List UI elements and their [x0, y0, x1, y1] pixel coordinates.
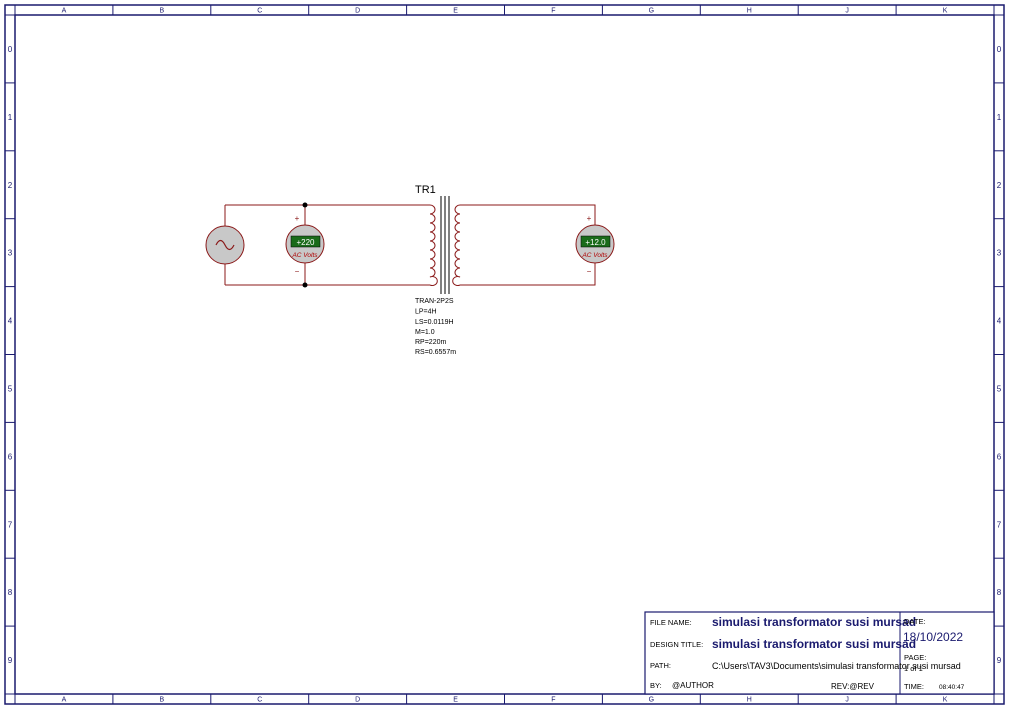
design-title-value: simulasi transformator susi mursad [712, 637, 916, 651]
row-label: 2 [997, 181, 1002, 190]
row-label: 3 [8, 249, 13, 258]
column-label: E [453, 8, 458, 15]
junction-dot [302, 282, 308, 288]
column-label: F [551, 8, 555, 15]
time-value: 08:40:47 [939, 684, 965, 691]
column-label: D [355, 8, 360, 15]
secondary-top-wire [460, 204, 596, 225]
date-label: DATE: [904, 617, 926, 626]
row-label: 9 [997, 656, 1002, 665]
path-label: PATH: [650, 661, 671, 670]
transformer-param: RP=220m [415, 339, 446, 346]
column-label: C [257, 8, 262, 15]
secondary-bottom-wire [460, 263, 596, 286]
secondary-coil [452, 204, 461, 286]
column-label: K [943, 697, 948, 704]
column-label: C [257, 697, 262, 704]
design-title-label: DESIGN TITLE: [650, 640, 703, 649]
row-label: 4 [997, 317, 1002, 326]
plus-terminal: + [587, 214, 592, 223]
file-name-value: simulasi transformator susi mursad [712, 615, 916, 629]
path-value: C:\Users\TAV3\Documents\simulasi transfo… [712, 661, 961, 671]
minus-terminal: − [295, 267, 300, 276]
row-label: 7 [8, 520, 13, 529]
title-block: FILE NAME: simulasi transformator susi m… [644, 611, 995, 695]
transformer-tr1[interactable]: TR1 TRAN-2P2S LP=4H LS=0.0119H M=1.0 RP=… [415, 184, 461, 356]
grid-references: A A B B C C D D E E F F G G H H J J K K 0 0 1 1 2 2 3 3 4 4 5 5 6 6 7 7 8 8 9 9 [5, 5, 1004, 704]
row-label: 5 [997, 384, 1002, 393]
voltmeter-unit: AC Volts [291, 252, 318, 259]
voltmeter-unit: AC Volts [581, 252, 608, 259]
voltmeter-reading: +12.0 [585, 238, 606, 247]
transformer-ref: TR1 [415, 184, 436, 196]
title-block-box [644, 611, 995, 695]
transformer-param: LS=0.0119H [415, 319, 454, 326]
file-name-label: FILE NAME: [650, 618, 692, 627]
row-label: 7 [997, 520, 1002, 529]
row-label: 0 [8, 45, 13, 54]
page-value: 1 of 1 [904, 664, 923, 673]
row-label: 0 [997, 45, 1002, 54]
column-label: H [747, 8, 752, 15]
inner-border [14, 14, 995, 695]
column-label: J [845, 697, 849, 704]
column-label: A [62, 697, 67, 704]
page-label: PAGE: [904, 653, 926, 662]
column-label: F [551, 697, 555, 704]
column-label: G [649, 697, 654, 704]
column-label: D [355, 697, 360, 704]
column-label: J [845, 8, 849, 15]
row-label: 3 [997, 249, 1002, 258]
row-label: 6 [8, 452, 13, 461]
row-label: 1 [8, 113, 13, 122]
sine-wave-icon [215, 239, 235, 251]
minus-terminal: − [587, 267, 592, 276]
voltmeter-display [580, 235, 611, 248]
primary-voltmeter[interactable]: +220 AC Volts + − [285, 214, 325, 276]
transformer-param: M=1.0 [415, 329, 435, 336]
plus-terminal: + [295, 214, 300, 223]
row-label: 6 [997, 452, 1002, 461]
transformer-model: TRAN-2P2S [415, 298, 454, 305]
time-label: TIME: [904, 682, 924, 691]
column-label: G [649, 8, 654, 15]
row-label: 8 [8, 588, 13, 597]
row-label: 4 [8, 317, 13, 326]
secondary-voltmeter[interactable]: +12.0 AC Volts + − [575, 214, 615, 276]
primary-coil [429, 204, 438, 286]
date-value: 18/10/2022 [903, 630, 963, 644]
column-label: H [747, 697, 752, 704]
voltmeter-reading: +220 [296, 238, 315, 247]
column-label: A [62, 8, 67, 15]
transformer-param: RS=0.6557m [415, 349, 456, 356]
row-label: 5 [8, 384, 13, 393]
ac-voltage-source[interactable] [205, 225, 245, 265]
by-label: BY: [650, 681, 662, 690]
column-label: K [943, 8, 948, 15]
column-label: B [160, 697, 165, 704]
transformer-param: LP=4H [415, 309, 437, 316]
voltmeter-display [290, 235, 321, 248]
row-label: 9 [8, 656, 13, 665]
wires [224, 204, 596, 286]
row-label: 8 [997, 588, 1002, 597]
author-value: @AUTHOR [672, 681, 714, 690]
column-label: E [453, 697, 458, 704]
outer-border [4, 4, 1005, 705]
revision-value: REV:@REV [831, 682, 875, 691]
column-label: B [160, 8, 165, 15]
row-label: 1 [997, 113, 1002, 122]
row-label: 2 [8, 181, 13, 190]
junction-dot [302, 202, 308, 208]
